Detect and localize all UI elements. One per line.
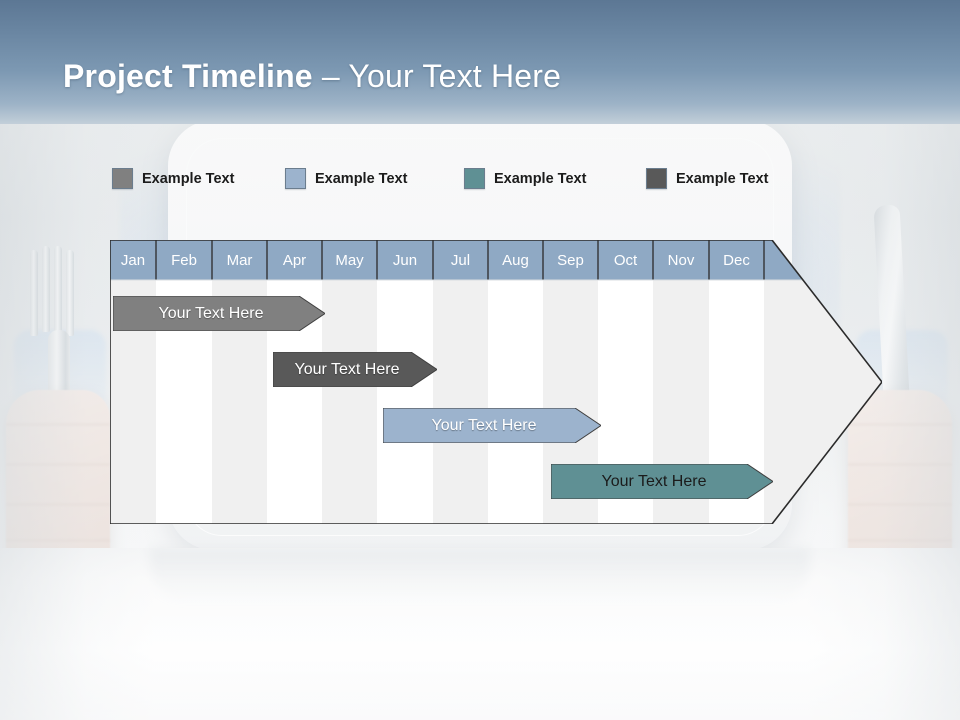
legend-swatch-icon-3 [464,168,485,189]
column-stripe-Jul [433,280,488,524]
task-bar-3[interactable]: Your Text Here [383,408,601,443]
legend-item-2[interactable]: Example Text [285,168,407,189]
legend-swatch-icon-4 [646,168,667,189]
task-bar-shape-1 [113,296,325,331]
legend-swatch-icon-1 [112,168,133,189]
page-title-light: – Your Text Here [312,58,562,94]
title-band [0,0,960,124]
task-bar-label-2: Your Text Here [294,360,400,378]
month-header-band [110,240,882,280]
task-bar-path-4 [551,464,773,499]
legend: Example Text Example Text Example Text Exam… [0,168,960,196]
task-bar-4[interactable]: Your Text Here [551,464,773,499]
task-bar-2[interactable]: Your Text Here [273,352,437,387]
arrow-outline [110,240,882,524]
column-stripe-tail [764,280,882,524]
task-bar-label-4: Your Text Here [601,472,707,490]
task-bar-shape-2 [273,352,437,387]
task-bar-1[interactable]: Your Text Here [113,296,325,331]
task-bar-shape-4 [551,464,773,499]
legend-label-4: Example Text [676,170,769,187]
task-bar-shape-3 [383,408,601,443]
task-bar-path-2 [273,352,437,387]
legend-label-2: Example Text [315,170,408,187]
legend-item-1[interactable]: Example Text [112,168,234,189]
task-bar-path-3 [383,408,601,443]
column-stripe-Jun [377,280,433,524]
legend-label-3: Example Text [494,170,587,187]
legend-swatch-icon-2 [285,168,306,189]
task-bar-label-3: Your Text Here [431,416,537,434]
legend-item-3[interactable]: Example Text [464,168,586,189]
page-title-bold: Project Timeline [63,58,313,94]
legend-item-4[interactable]: Example Text [646,168,768,189]
task-bar-label-1: Your Text Here [158,304,264,322]
page-title: Project Timeline – Your Text Here [63,58,561,95]
legend-label-1: Example Text [142,170,235,187]
column-stripe-May [322,280,377,524]
column-stripe-Aug [488,280,543,524]
task-bar-path-1 [113,296,325,331]
